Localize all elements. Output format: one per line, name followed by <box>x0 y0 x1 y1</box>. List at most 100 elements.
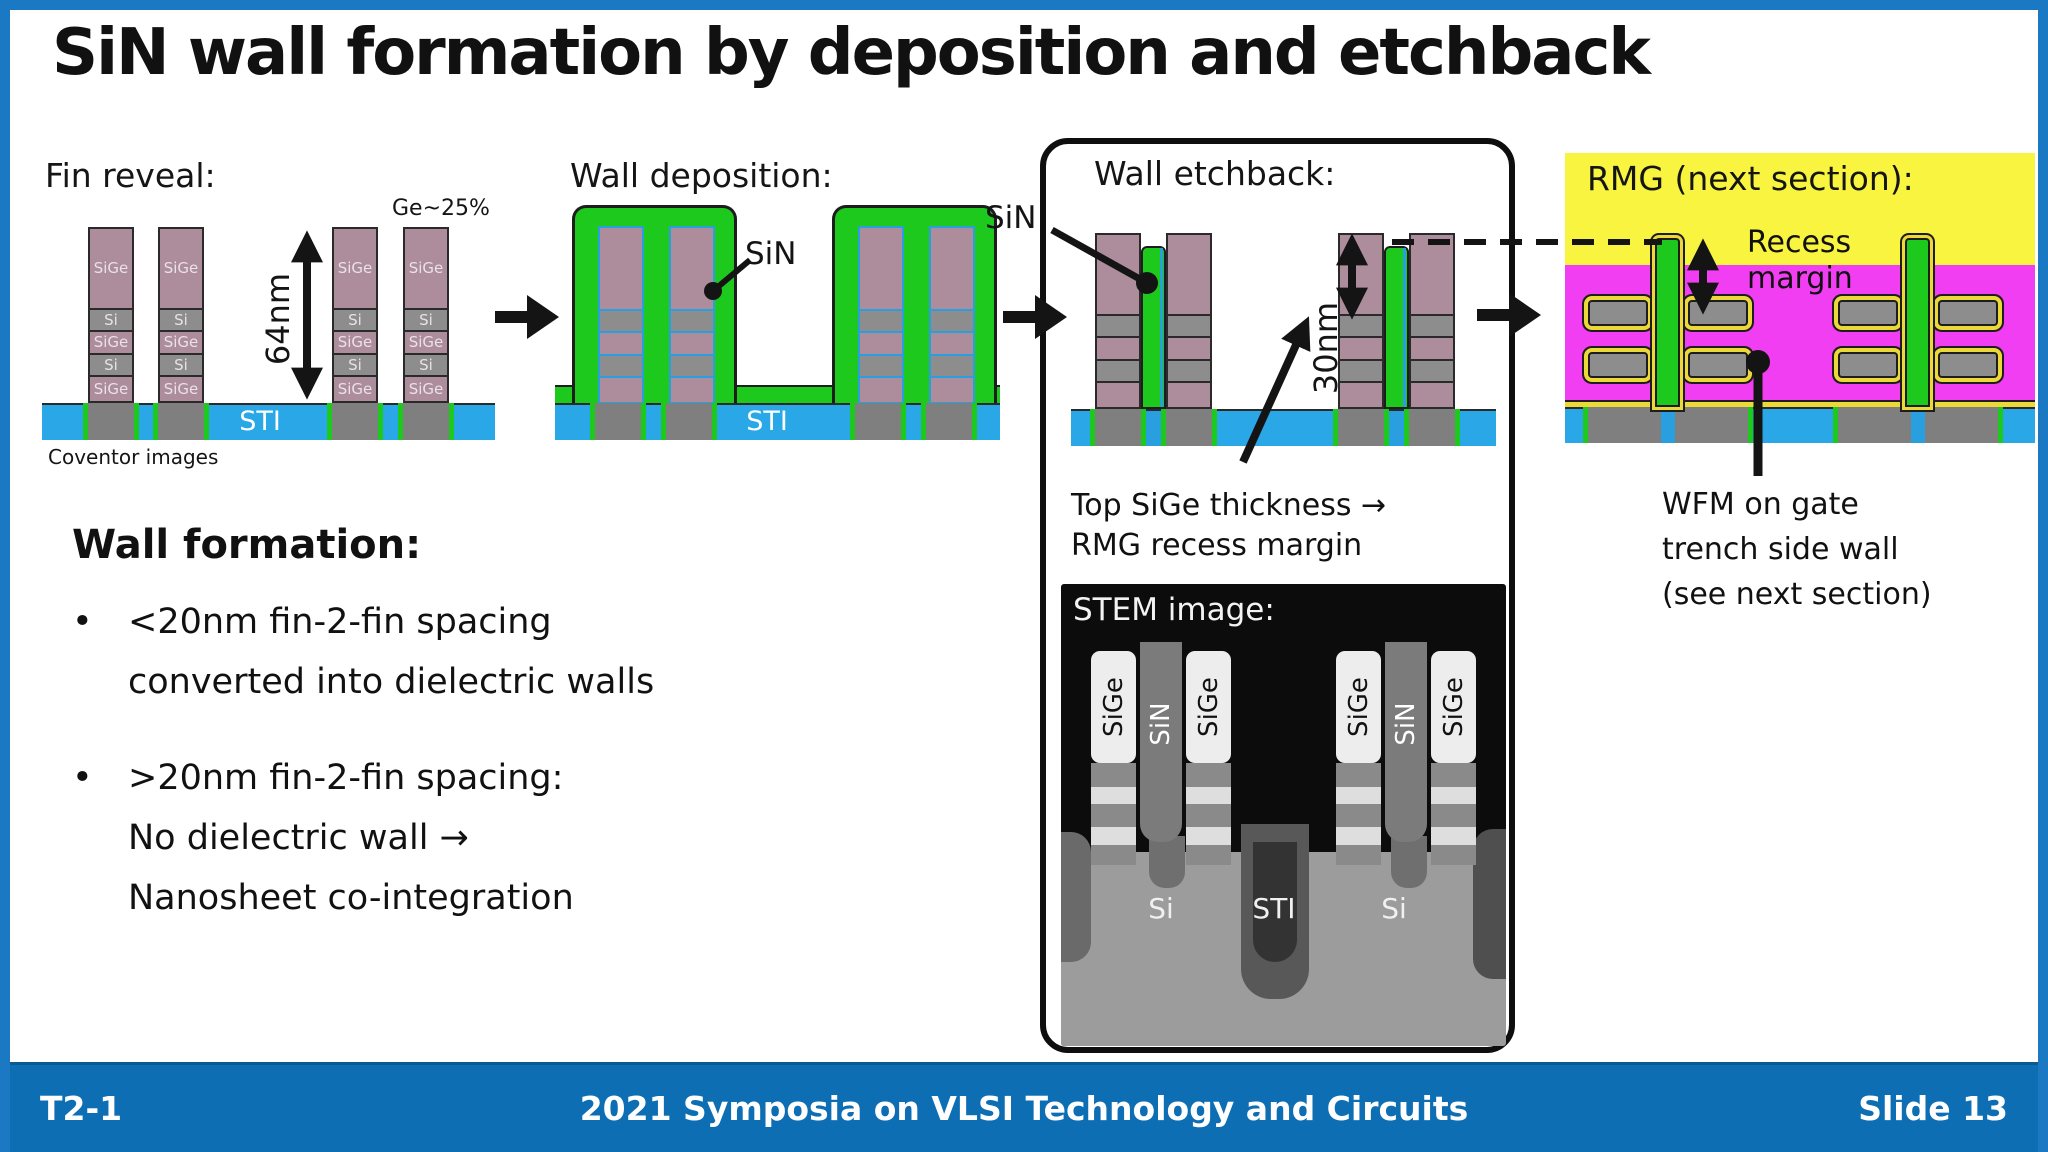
layer-sige <box>1095 381 1141 409</box>
footer-slide-number: Slide 13 <box>1858 1089 2008 1128</box>
rmg-fill-top <box>1565 153 2035 265</box>
bullet-item: • <20nm fin-2-fin spacing converted into… <box>72 592 772 712</box>
layer-sige <box>1338 381 1384 409</box>
layer-sige: SiGe <box>88 227 134 308</box>
layer-sige: SiGe <box>403 375 449 403</box>
wfm-line3: (see next section) <box>1662 577 1932 612</box>
stem-band <box>1186 763 1231 787</box>
stem-band <box>1431 804 1476 827</box>
layer-si <box>1095 359 1141 381</box>
fin-pedestal <box>1333 409 1389 446</box>
layer-sige <box>858 226 904 309</box>
nanosheet <box>1938 300 1998 326</box>
coventor-caption: Coventor images <box>48 445 219 469</box>
nanosheet <box>1838 300 1898 326</box>
rmg-heading: RMG (next section): <box>1587 159 1914 198</box>
layer-sige: SiGe <box>158 227 204 308</box>
stem-band <box>1336 763 1381 787</box>
layer-sige <box>929 226 975 309</box>
bullet-line: >20nm fin-2-fin spacing: <box>128 758 564 798</box>
nanosheet <box>1938 352 1998 378</box>
liner <box>1160 248 1163 407</box>
panel-wall-deposition: Wall deposition: <box>555 148 1015 488</box>
layer-sige <box>1409 336 1455 359</box>
stem-sige-label: SiGe <box>1194 677 1224 737</box>
stem-band <box>1186 804 1231 827</box>
ge-content-label: Ge~25% <box>392 196 490 221</box>
stem-band <box>1091 787 1136 804</box>
layer-sige <box>929 376 975 404</box>
stem-si-label: Si <box>1381 892 1407 925</box>
layer-sige <box>669 376 715 404</box>
stem-sige-cap <box>1091 651 1136 763</box>
fin-pedestal <box>661 403 717 440</box>
layer-si: Si <box>88 308 134 330</box>
layer-si: Si <box>332 308 378 330</box>
layer-si <box>858 354 904 376</box>
stem-sin-column <box>1385 642 1427 842</box>
stem-sti-label: STI <box>1252 892 1296 925</box>
recess-note-line2: RMG recess margin <box>1071 528 1363 563</box>
layer-sige: SiGe <box>88 330 134 353</box>
stem-trench <box>1391 836 1427 888</box>
sin-wall <box>1141 246 1166 409</box>
stem-trench <box>1149 836 1185 888</box>
recess-note: Top SiGe thickness → RMG recess margin <box>1071 486 1386 566</box>
wall-deposition-heading: Wall deposition: <box>570 156 833 195</box>
stem-sin-column <box>1140 642 1182 842</box>
frame-top <box>0 0 2048 10</box>
wall-footing <box>1661 409 1675 443</box>
layer-si: Si <box>158 308 204 330</box>
stem-sin-label: SiN <box>1391 702 1421 746</box>
stem-band <box>1336 787 1381 804</box>
wall-footing <box>1146 411 1161 446</box>
stem-band <box>1336 845 1381 865</box>
recess-margin-label: Recess margin <box>1747 225 1853 297</box>
bullet-line: <20nm fin-2-fin spacing <box>128 602 552 642</box>
layer-sige <box>598 331 644 354</box>
layer-si <box>1409 359 1455 381</box>
sin-wall <box>1655 238 1680 407</box>
layer-si <box>598 354 644 376</box>
fin-pedestal <box>153 403 209 440</box>
fin-stack: SiGe Si SiGe Si SiGe <box>158 227 204 403</box>
layer-si <box>669 354 715 376</box>
stem-band <box>1431 763 1476 787</box>
stem-image: STEM image: <box>1061 584 1506 1046</box>
layer-sige <box>669 226 715 309</box>
stem-sige-label: SiGe <box>1439 677 1469 737</box>
sin-label: SiN <box>745 236 797 272</box>
fin-pedestal <box>590 403 646 440</box>
layer-sige: SiGe <box>332 227 378 308</box>
fin-stack <box>858 226 904 404</box>
fin-pedestal <box>327 403 383 440</box>
layer-sige <box>929 331 975 354</box>
recess-line2: margin <box>1747 261 1853 296</box>
layer-si: Si <box>332 353 378 375</box>
fin-pedestal <box>1090 409 1146 446</box>
panel-fin-reveal: Fin reveal: Ge~25% STI SiGe Si SiGe Si S… <box>40 148 520 488</box>
footer-bar: T2-1 2021 Symposia on VLSI Technology an… <box>0 1062 2048 1152</box>
fin-stack <box>598 226 644 404</box>
layer-si <box>1338 359 1384 381</box>
fin-stack <box>1095 233 1141 409</box>
stem-sin-label: SiN <box>1146 702 1176 746</box>
stem-sige-cap <box>1186 651 1231 763</box>
layer-sige <box>858 376 904 404</box>
panel-rmg: RMG (next section): Recess margin <box>1565 153 2035 445</box>
stem-band <box>1091 827 1136 845</box>
layer-sige <box>669 331 715 354</box>
recess-line1: Recess <box>1747 225 1852 260</box>
layer-sige <box>1166 336 1212 359</box>
sin-envelope <box>832 205 997 404</box>
wfm-line2: trench side wall <box>1662 532 1899 567</box>
sin-wall <box>1905 238 1930 407</box>
layer-si <box>858 309 904 331</box>
layer-sige <box>598 376 644 404</box>
stem-band <box>1431 827 1476 845</box>
nanosheet <box>1688 300 1748 326</box>
layer-sige: SiGe <box>158 375 204 403</box>
sti-label: STI <box>239 406 281 437</box>
fin-pedestal <box>921 403 977 440</box>
recess-depth-label: 30nm <box>1307 301 1345 395</box>
